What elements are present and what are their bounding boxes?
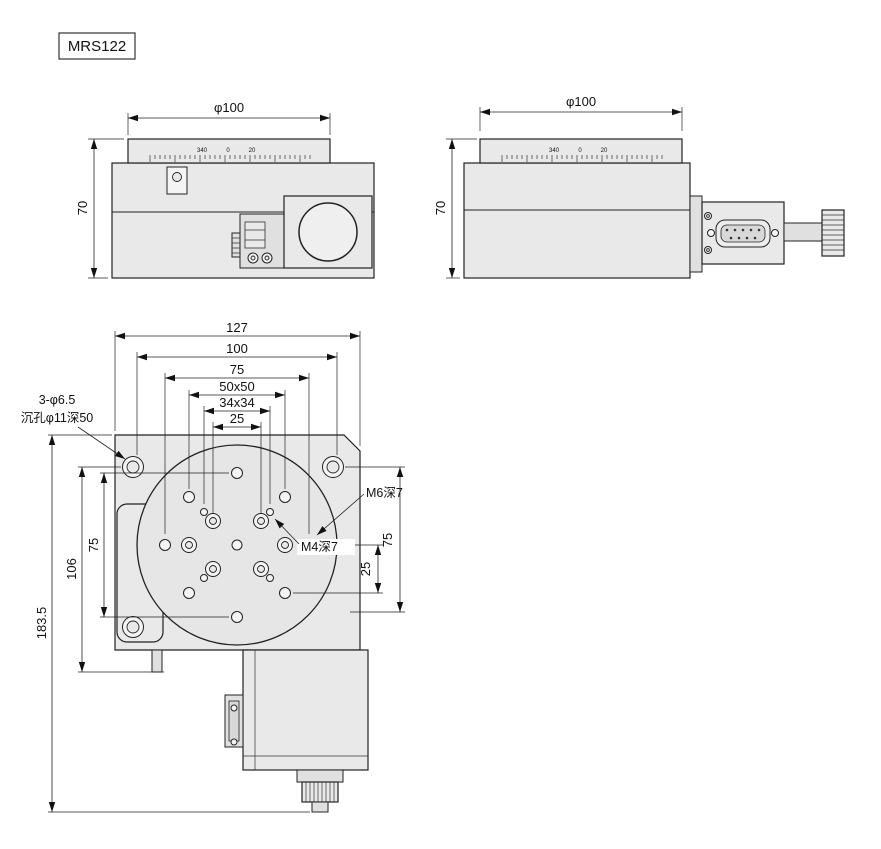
callout-m4-bg <box>297 539 355 555</box>
callout-counterbore: 沉孔φ11深50 <box>21 411 94 425</box>
model-label-box <box>58 32 136 60</box>
knob-shaft <box>783 222 823 242</box>
callout-corner-holes: 3-φ6.5 <box>39 393 76 407</box>
dim-platform-diameter: 100 <box>226 341 248 356</box>
rotary-platform <box>127 138 331 164</box>
rotary-platform <box>479 138 683 164</box>
dim-right-span: 75 <box>380 533 395 547</box>
counterbored-hole <box>181 537 197 553</box>
coupling <box>244 221 266 249</box>
dim-bolt-circle-v: 75 <box>86 538 101 552</box>
scale-label: 0 <box>226 148 230 154</box>
counterbored-hole <box>253 561 269 577</box>
adjust-knob <box>821 209 845 257</box>
knob-stem <box>311 801 329 813</box>
handwheel <box>298 202 358 262</box>
scale-ticks <box>149 155 311 162</box>
thread-hole <box>266 508 274 516</box>
leader-corner-holes <box>77 426 126 460</box>
scale-label: 0 <box>578 148 582 154</box>
leader-m4 <box>274 518 300 545</box>
counterbored-hole <box>122 456 144 478</box>
top-view: 127 100 75 50x50 34x34 25 183.5 106 <box>21 320 405 813</box>
model-name: MRS122 <box>68 38 126 55</box>
hole <box>279 587 291 599</box>
gear-shafts <box>247 252 273 264</box>
hole <box>159 539 171 551</box>
dim-body-height: 106 <box>64 558 79 580</box>
dim-bolt-circle: 75 <box>230 362 244 377</box>
bottom-tab <box>151 649 163 673</box>
dim-stage-height: 70 <box>433 201 448 215</box>
counterbored-hole <box>205 561 221 577</box>
knurl-lines <box>305 782 335 802</box>
knurl-lines <box>822 214 844 251</box>
side-view: 340 0 20 φ100 70 <box>433 94 845 279</box>
dim-platform-diameter: φ100 <box>566 94 596 109</box>
counterbored-hole <box>253 513 269 529</box>
scale-label: 20 <box>249 148 256 154</box>
connector-screw <box>230 704 238 712</box>
counterbored-hole <box>122 616 144 638</box>
dim-square-34: 34x34 <box>219 395 254 410</box>
scale-ticks <box>501 155 663 162</box>
knob-neck <box>296 769 344 783</box>
stage-body <box>463 162 691 279</box>
db9-face <box>720 224 766 243</box>
callout-m4: M4深7 <box>301 540 338 554</box>
counterbored-hole <box>322 456 344 478</box>
index-mark <box>172 172 182 182</box>
hole <box>231 611 243 623</box>
motor-mount-plate <box>689 195 703 273</box>
dim-square-50: 50x50 <box>219 379 254 394</box>
adjust-knob <box>301 781 339 803</box>
model-label: MRS122 <box>58 32 136 60</box>
scale-label: 20 <box>601 148 608 154</box>
db9-pins <box>725 228 761 240</box>
counterbored-hole <box>277 537 293 553</box>
counterbored-hole <box>205 513 221 529</box>
scale-label: 340 <box>549 148 560 154</box>
leader-m6 <box>316 493 365 536</box>
dim-overall-width: 127 <box>226 320 248 335</box>
callout-m6: M6深7 <box>366 486 403 500</box>
thread-hole <box>200 574 208 582</box>
hole <box>183 587 195 599</box>
thread-hole <box>200 508 208 516</box>
dim-right-pitch: 25 <box>358 562 373 576</box>
knurl-lines <box>232 237 240 254</box>
disc-holes <box>159 467 315 623</box>
dim-pitch-25: 25 <box>230 411 244 426</box>
connector-screw <box>230 738 238 746</box>
coupling-lines <box>245 229 265 241</box>
dim-platform-diameter: φ100 <box>214 100 244 115</box>
dim-overall-height: 183.5 <box>34 607 49 640</box>
adjust-knob-small <box>231 232 241 258</box>
hole <box>279 491 291 503</box>
motor-block <box>242 649 369 771</box>
hole <box>183 491 195 503</box>
front-view: 340 0 20 φ100 70 <box>75 100 375 279</box>
center-hole <box>231 539 243 551</box>
hole <box>231 467 243 479</box>
mount-screws <box>704 212 712 254</box>
scale-label: 340 <box>197 148 208 154</box>
thread-hole <box>266 574 274 582</box>
dim-stage-height: 70 <box>75 201 90 215</box>
connector-screws <box>707 229 779 237</box>
